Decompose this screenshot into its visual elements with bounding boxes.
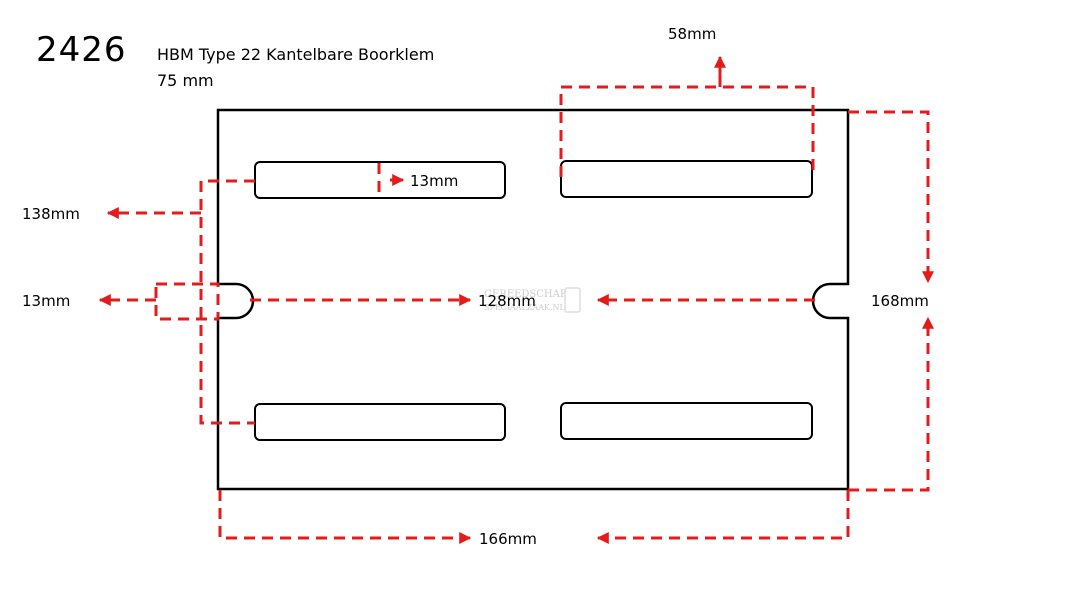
dim-right-height-top-arrow (848, 110, 934, 284)
dim-top-width-bracket (559, 85, 815, 177)
watermark-line-2: SPECIAALZAAK.NL (484, 303, 565, 312)
slot-top-right (560, 160, 813, 198)
dim-right-height-bottom-arrow (848, 316, 934, 492)
watermark-line-1: GEREEDSCHAP (484, 289, 567, 300)
label-bottom-width: 166mm (479, 530, 537, 548)
label-notch-depth: 13mm (22, 292, 70, 310)
label-slot-width: 13mm (410, 172, 458, 190)
dim-bottom-width-left-arrow (218, 490, 472, 544)
slot-bottom-right (560, 402, 813, 440)
watermark-logo-icon (564, 287, 581, 313)
label-inner-width: 128mm (478, 292, 536, 310)
product-size: 75 mm (157, 71, 214, 90)
article-number: 2426 (36, 30, 127, 70)
dim-left-height-bracket (199, 179, 255, 425)
dim-notch-box (154, 282, 220, 321)
product-title: HBM Type 22 Kantelbare Boorklem (157, 45, 435, 64)
dim-bottom-width-right-arrow (596, 490, 850, 544)
label-left-height: 138mm (22, 205, 80, 223)
label-top-width: 58mm (668, 25, 716, 43)
slot-bottom-left (254, 403, 506, 441)
watermark: GEREEDSCHAP SPECIAALZAAK.NL (484, 287, 581, 313)
label-right-height: 168mm (871, 292, 929, 310)
